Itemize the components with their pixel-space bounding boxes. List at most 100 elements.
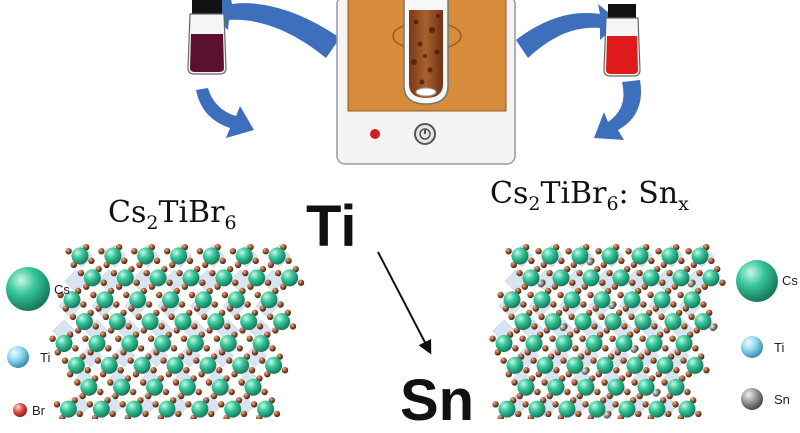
br-atom [53,401,61,408]
br-atom [211,301,218,308]
br-atom [232,279,239,286]
br-atom [91,375,99,382]
br-atom [145,301,153,308]
cs-atom [273,313,291,331]
cs-atom [207,313,225,331]
br-atom [186,309,193,316]
cs-atom [63,291,81,309]
br-atom [136,261,143,268]
br-atom [165,371,172,378]
br-atom [142,410,149,418]
br-atom [117,367,124,374]
br-atom [239,287,246,295]
br-atom [247,283,254,290]
cs-atom [577,378,595,396]
br-atom [508,313,515,320]
br-atom [228,388,235,396]
br-atom [601,379,608,386]
br-atom [586,309,593,316]
right-legend [736,260,778,410]
br-atom [132,331,140,338]
br-atom [86,401,94,408]
br-atom [706,309,713,316]
br-atom [619,375,626,382]
br-atom [638,353,645,360]
br-atom [523,367,530,374]
br-atom [281,367,289,374]
br-atom [564,265,571,273]
br-atom [578,353,585,360]
cs-atom [96,291,114,309]
br-atom [690,261,697,268]
br-atom [168,313,175,320]
br-atom [219,257,226,264]
right-legend-cs-label: Cs [782,273,798,288]
br-atom [289,323,297,330]
br-atom [518,353,525,360]
cs-atom [667,378,685,396]
ti-label: Ti [306,194,357,259]
test-tube [403,0,449,105]
br-atom [522,401,529,408]
br-atom [654,265,661,273]
cs-atom [178,378,196,396]
br-atom [247,244,254,251]
br-atom [131,248,138,255]
br-atom [75,327,82,334]
br-atom [684,388,691,396]
br-atom [214,244,221,251]
right-down-arrow [594,80,642,140]
br-atom [240,410,248,418]
br-atom [137,345,145,352]
br-atom [251,349,259,356]
br-atom [186,349,193,356]
br-atom [590,357,597,364]
br-atom [643,244,650,251]
cs-atom [522,269,540,287]
br-atom [153,349,160,356]
left-legend-cs-label: Cs [54,282,70,297]
br-atom [92,323,100,330]
br-atom [516,269,523,277]
br-atom [698,353,705,360]
br-atom [243,353,251,360]
br-atom [102,313,110,320]
br-atom [589,375,596,382]
br-atom [641,283,648,290]
br-atom [178,353,185,360]
br-atom [500,357,507,364]
cs-atom [495,335,513,352]
br-atom [262,248,269,255]
cs-atom [252,335,270,352]
br-atom [107,379,114,386]
br-atom [692,345,699,352]
cs-atom [194,291,212,309]
br-atom [74,379,81,386]
br-atom [613,244,620,251]
cs-atom [596,356,614,374]
sn-atom [537,280,545,288]
cs-atom [149,269,167,287]
legend-ti-sphere [741,336,763,358]
sn-atom [603,411,611,419]
br-atom [115,335,122,342]
br-atom [505,248,512,255]
cs-atom [552,269,570,287]
cs-atom [615,335,633,352]
br-atom [531,323,538,330]
br-atom [251,401,258,408]
cs-atom [141,313,159,331]
br-atom [267,261,275,268]
right-crystal-structure [489,244,726,419]
br-atom [208,410,215,418]
br-atom [613,367,620,374]
br-atom [540,397,547,404]
cs-atom [661,247,679,265]
cs-atom [653,291,671,309]
sn-atom [652,389,660,397]
br-atom [71,397,78,404]
br-atom [680,357,687,364]
br-atom [99,371,107,378]
br-atom [61,357,69,364]
left-curved-arrow [206,0,340,58]
